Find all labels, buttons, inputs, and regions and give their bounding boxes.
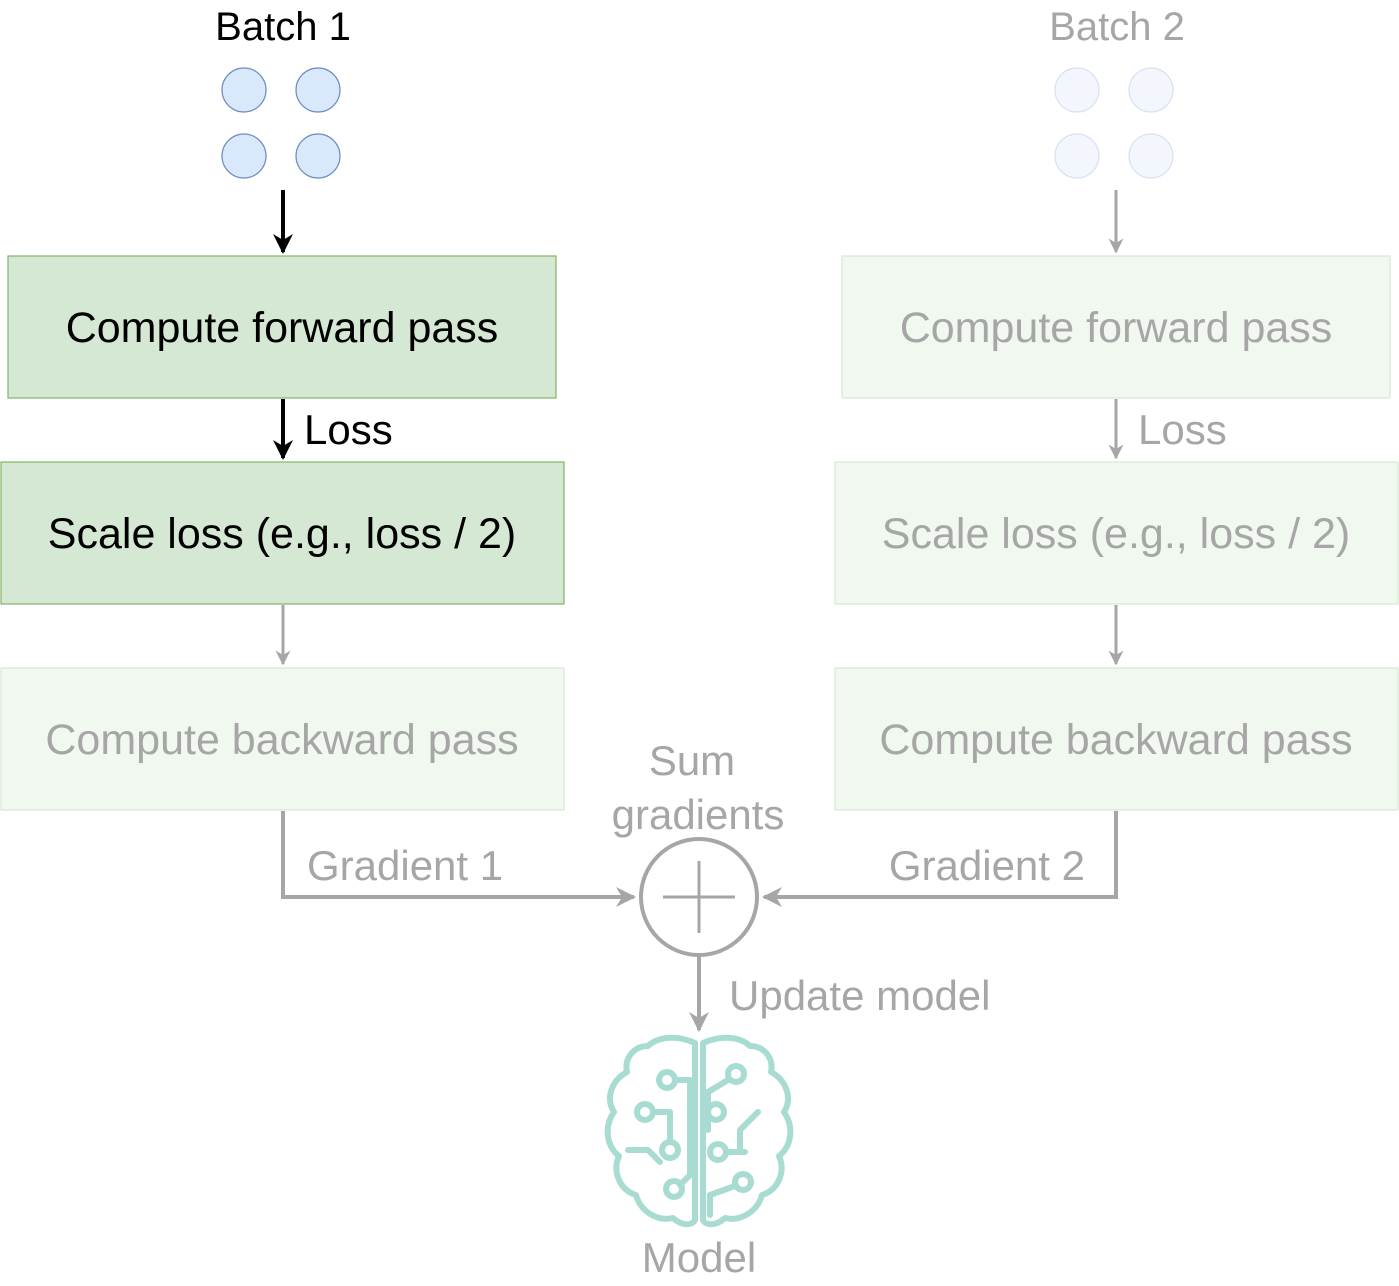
batch1-loss-label: Loss: [304, 406, 393, 453]
batch2-sample-dot: [1054, 67, 1100, 113]
batch2-title: Batch 2: [1049, 5, 1185, 49]
batch2-sample-dot: [1054, 133, 1100, 179]
batch1-backward-label: Compute backward pass: [45, 716, 518, 764]
sum-label-line1: Sum: [649, 737, 735, 784]
sum-label-line2: gradients: [612, 791, 785, 838]
update-model-label: Update model: [729, 972, 991, 1019]
batch2-scale-label: Scale loss (e.g., loss / 2): [882, 510, 1350, 558]
batch2-gradient-label: Gradient 2: [889, 842, 1085, 889]
batch1-title: Batch 1: [215, 5, 351, 49]
batch2-forward-label: Compute forward pass: [900, 304, 1333, 352]
batch2-forward-box: Compute forward pass: [841, 255, 1391, 399]
batch2-loss-label: Loss: [1138, 406, 1227, 453]
batch2-gradient-connector: [762, 811, 1118, 907]
batch1-gradient-connector: [281, 811, 636, 907]
batch1-forward-box: Compute forward pass: [7, 255, 557, 399]
plus-circle-icon: [639, 837, 759, 957]
batch1-samples: [221, 67, 341, 179]
batch2-sample-dot: [1128, 67, 1174, 113]
brain-circuit-icon: [604, 1034, 794, 1228]
batch2-backward-box: Compute backward pass: [834, 667, 1399, 811]
batch1-scale-box: Scale loss (e.g., loss / 2): [0, 461, 565, 605]
batch1-backward-box: Compute backward pass: [0, 667, 565, 811]
batch1-sample-dot: [221, 67, 267, 113]
batch1-scale-label: Scale loss (e.g., loss / 2): [48, 510, 516, 558]
batch2-scale-box: Scale loss (e.g., loss / 2): [834, 461, 1399, 605]
batch1-gradient-label: Gradient 1: [307, 842, 503, 889]
batch2-sample-dot: [1128, 133, 1174, 179]
model-label: Model: [642, 1234, 756, 1281]
batch1-sample-dot: [221, 133, 267, 179]
batch1-sample-dot: [295, 133, 341, 179]
batch2-samples: [1054, 67, 1174, 179]
batch1-forward-label: Compute forward pass: [66, 304, 499, 352]
batch2-backward-label: Compute backward pass: [879, 716, 1352, 764]
batch1-sample-dot: [295, 67, 341, 113]
